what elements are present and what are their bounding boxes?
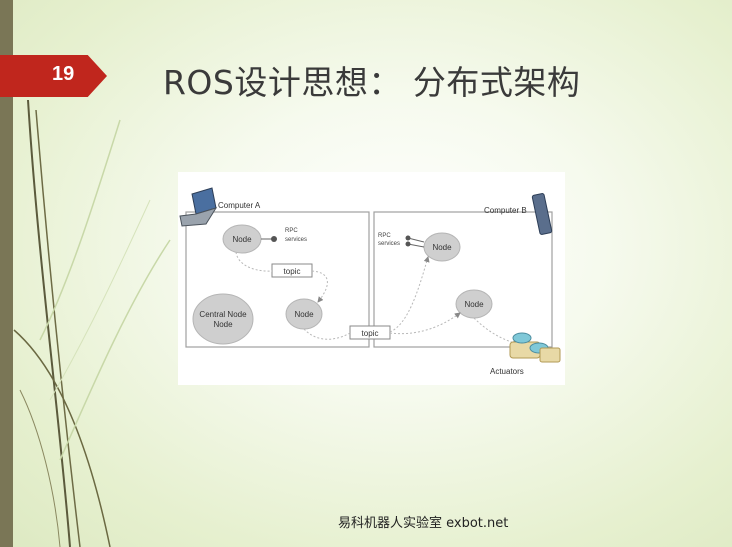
rpc-a-line1: RPC [285,228,298,234]
slide-number: 19 [52,63,75,85]
node-a-top-label: Node [232,235,252,244]
topic-a-box [271,263,313,278]
rpc-a-line2: services [285,237,307,243]
left-accent-bar [0,0,13,547]
laptop-icon [179,187,218,227]
central-node-label-1: Central Node [199,310,247,319]
computer-b-box [373,211,553,348]
rpc-endpoint-a [271,236,277,242]
slide-title: ROS设计思想： 分布式架构 [163,63,581,102]
rpc-b-line2: services [378,241,400,247]
slide-number-badge [0,55,107,97]
node-a-mid-label: Node [294,310,314,319]
computer-a-label: Computer A [218,201,261,210]
central-node-label-2: Node [213,320,233,329]
phone-icon [531,193,553,235]
rpc-endpoint-b1 [405,235,411,241]
footer-text: 易科机器人实验室 exbot.net [338,516,509,531]
rpc-endpoint-b2 [405,241,411,247]
decorative-curves [13,99,171,547]
rpc-b-line1: RPC [378,233,391,239]
ros-architecture-diagram: Computer A Computer B Node RPC services … [178,172,565,385]
actuators-icon [509,332,561,363]
topic-mid-box [349,325,391,340]
computer-b-label: Computer B [484,206,527,215]
computer-a-box [185,211,370,348]
node-b-top-label: Node [432,243,452,252]
actuators-label: Actuators [490,367,524,376]
central-node [192,293,254,345]
node-b-mid-label: Node [464,300,484,309]
topic-mid-label: topic [362,329,379,338]
topic-a-label: topic [284,267,301,276]
